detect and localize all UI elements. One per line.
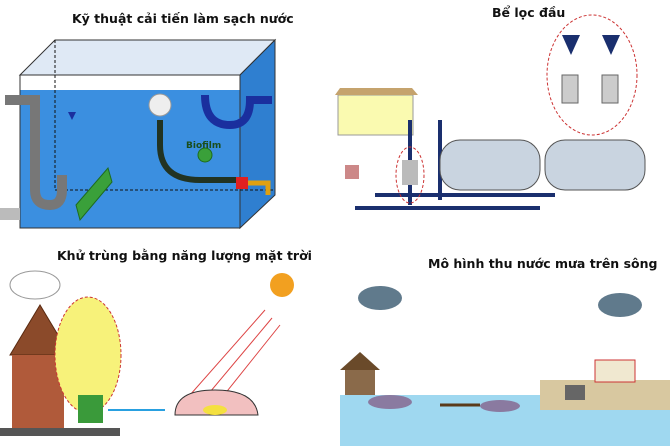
biofilm-label: Biofilm <box>186 141 221 151</box>
panel-title-prefilter: Bể lọc đầu <box>492 5 566 20</box>
panel-title-solar-disinfection: Khử trùng bằng năng lượng mặt trời <box>57 248 312 263</box>
panel-title-rainwater-model: Mô hình thu nước mưa trên sông <box>428 256 658 271</box>
water-tank-illustration: Biofilm <box>0 38 277 230</box>
river-rainwater-illustration <box>340 286 670 446</box>
panel-title-water-cleaning: Kỹ thuật cải tiến làm sạch nước <box>72 11 294 26</box>
solar-disinfection-illustration <box>0 270 294 436</box>
prefilter-illustration <box>335 14 646 210</box>
